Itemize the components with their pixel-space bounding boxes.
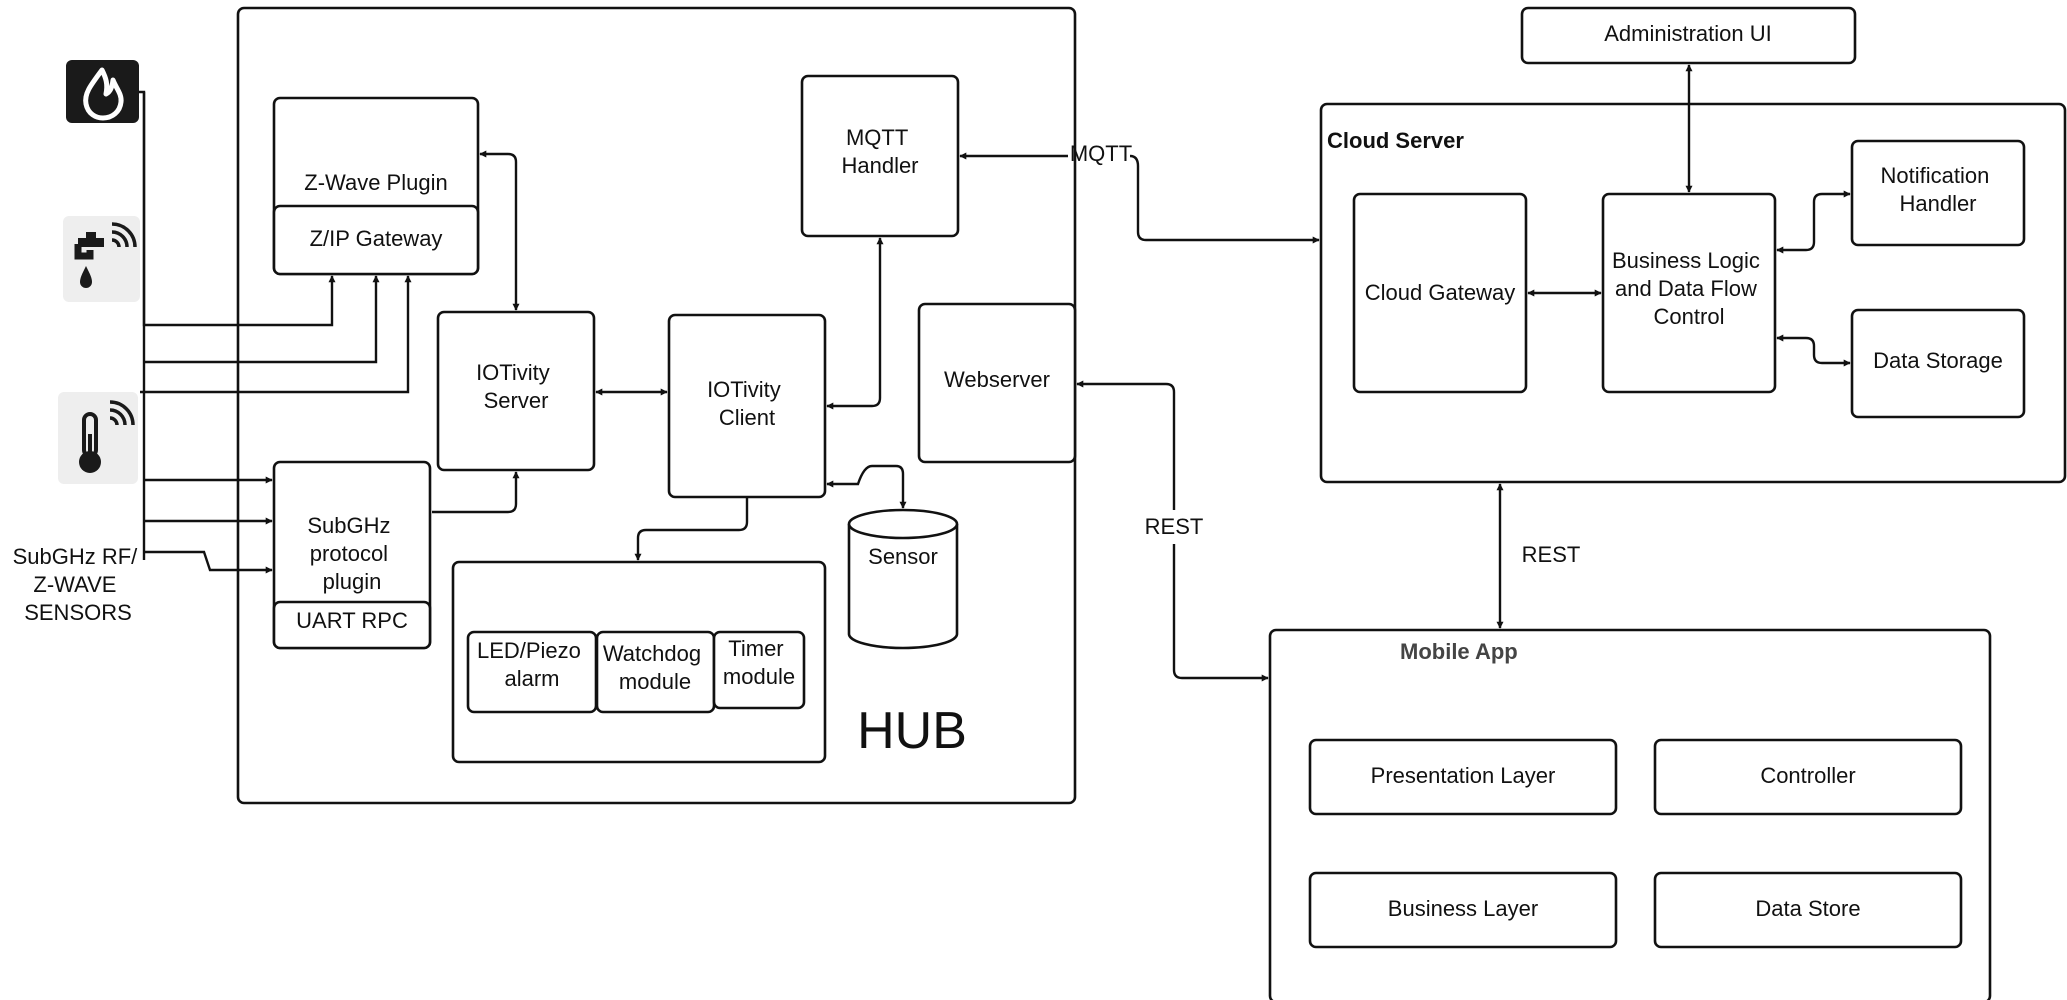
data-storage-label: Data Storage [1873, 348, 2003, 373]
client-mqtt-link [826, 237, 884, 410]
zwave-iotivity-link [479, 150, 520, 311]
business-notification-link [1776, 190, 1851, 254]
mqtt-handler-label: MQTT Handler [841, 125, 918, 178]
subghz-plugin-label: SubGHz protocol plugin [307, 513, 396, 594]
led-alarm-label: LED/Piezo alarm [477, 638, 587, 691]
business-layer-label: Business Layer [1388, 896, 1538, 921]
zip-gateway-box [272, 204, 480, 276]
cloud-server-title: Cloud Server [1327, 128, 1464, 153]
temp-sensor-wire [140, 275, 412, 394]
admin-ui-label: Administration UI [1604, 21, 1772, 46]
subghz-server-link [432, 471, 520, 514]
water-leak-sensor-icon [63, 216, 140, 302]
webserver-label: Webserver [944, 367, 1050, 392]
sensor-database [847, 508, 959, 650]
admin-ui-box [1520, 6, 1857, 65]
iotivity-server-label: IOTivity Server [476, 360, 556, 413]
zwave-plugin-label: Z-Wave Plugin [304, 170, 447, 195]
water-sensor-wire [144, 275, 380, 364]
business-layer-box [1308, 871, 1618, 949]
presentation-layer-label: Presentation Layer [1371, 763, 1556, 788]
controller-label: Controller [1760, 763, 1855, 788]
webserver-box [917, 302, 1077, 464]
fire-sensor-icon [66, 60, 139, 123]
timer-box [712, 630, 806, 710]
iotivity-client-label: IOTivity Client [707, 377, 787, 430]
mobile-app-title: Mobile App [1400, 639, 1518, 664]
cloud-gateway-label: Cloud Gateway [1365, 280, 1515, 305]
rest-hub-label-bg [1140, 510, 1210, 544]
notification-handler-box [1850, 139, 2026, 247]
rest-hub-label: REST [1145, 514, 1204, 539]
controller-box [1653, 738, 1963, 816]
business-logic-label: Business Logic and Data Flow Control [1612, 248, 1766, 329]
client-sensor-link [826, 464, 907, 509]
hub-title: HUB [857, 702, 967, 760]
sensor-database-label: Sensor [868, 544, 938, 569]
presentation-layer-box [1308, 738, 1618, 816]
data-storage-box [1850, 308, 2026, 419]
cloud-gateway-box [1352, 192, 1528, 394]
sensors-label: SubGHz RF/ Z-WAVE SENSORS [13, 544, 144, 625]
notification-handler-label: Notification Handler [1881, 163, 1996, 216]
mqtt-connection-label: MQTT [1070, 141, 1132, 166]
timer-label: Timer module [723, 636, 795, 689]
zip-gateway-label: Z/IP Gateway [310, 226, 443, 251]
data-store-box [1653, 871, 1963, 949]
uart-rpc-box [272, 600, 432, 650]
rest-cloud-label: REST [1522, 542, 1581, 567]
iotivity-server-box [436, 310, 596, 472]
data-store-label: Data Store [1755, 896, 1860, 921]
business-logic-box [1601, 192, 1777, 394]
uart-rpc-label: UART RPC [296, 608, 408, 633]
mqtt-handler-box [800, 74, 960, 238]
temperature-sensor-icon [58, 392, 138, 484]
business-storage-link [1776, 334, 1851, 367]
client-alarm-link [634, 498, 749, 561]
mqtt-link-cloud [1129, 154, 1320, 244]
iotivity-client-box [667, 313, 827, 499]
subghz-input-3 [144, 550, 273, 574]
watchdog-label: Watchdog module [603, 641, 707, 694]
